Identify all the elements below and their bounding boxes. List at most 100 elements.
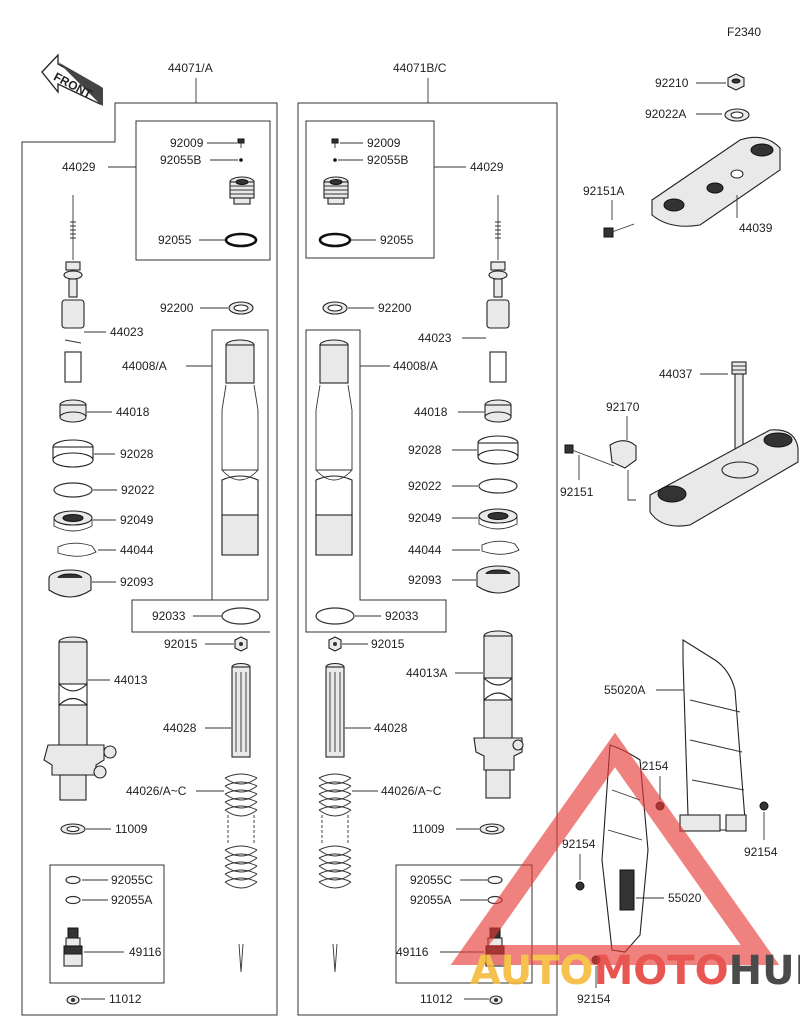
- label-r-92093: 92093: [408, 573, 442, 587]
- diagram-code: F2340: [727, 25, 761, 39]
- spacer-44028-r-icon: [325, 662, 345, 758]
- label-44026: 44026/A~C: [126, 784, 187, 798]
- label-92154-b: 92154: [744, 845, 778, 859]
- label-44018: 44018: [116, 405, 150, 419]
- label-11009: 11009: [115, 822, 148, 836]
- label-55020: 55020: [668, 891, 702, 905]
- bushing-92028-icon: [52, 439, 94, 468]
- bolt-92009-icon: [237, 138, 245, 148]
- right-fork-assembly: 44071B/C 44029 92009 92055B 92055 92200: [297, 61, 558, 1016]
- bolt-92154-b-icon: [759, 801, 769, 811]
- bolt-92009-r-icon: [331, 138, 339, 148]
- nut-11012-icon: [66, 995, 80, 1005]
- label-44023: 44023: [110, 325, 144, 339]
- label-92055c: 92055C: [111, 873, 153, 887]
- bushing-44018-icon: [59, 399, 87, 423]
- label-r-92028: 92028: [408, 443, 442, 457]
- label-r-44028: 44028: [374, 721, 408, 735]
- label-92093: 92093: [120, 575, 154, 589]
- label-92210: 92210: [655, 76, 689, 90]
- upper-clamp-44039-icon: [651, 136, 781, 227]
- fork-guard-55020a-icon: [679, 639, 747, 832]
- damper-rod-r-icon: [486, 195, 510, 383]
- upper-triple-clamp: 92210 92022A 44039 92151A: [583, 73, 781, 238]
- outer-tube-r-icon: [315, 339, 353, 556]
- label-55020a: 55020A: [604, 683, 645, 697]
- inner-tube-44013a-icon: [473, 630, 524, 799]
- label-r-92055a: 92055A: [410, 893, 451, 907]
- label-r-49116: 49116: [396, 945, 429, 959]
- label-r-44023: 44023: [418, 331, 452, 345]
- label-r-92055b: 92055B: [367, 153, 408, 167]
- lower-triple-clamp: 44037 92170 92151: [560, 361, 799, 527]
- label-92151: 92151: [560, 485, 594, 499]
- steering-stem-44037-icon: [649, 361, 799, 527]
- label-92055b: 92055B: [160, 153, 201, 167]
- label-r-92033: 92033: [385, 609, 419, 623]
- damper-rod-icon: [61, 195, 85, 383]
- label-92049: 92049: [120, 513, 154, 527]
- label-92009: 92009: [170, 136, 204, 150]
- clamp-92170-icon: [609, 440, 637, 501]
- label-r-44018: 44018: [414, 405, 448, 419]
- watermark-text: AUTOMOTOHUB: [470, 948, 800, 994]
- cap-bolt-r-icon: [323, 176, 349, 205]
- watermark-hub: HUB: [729, 948, 800, 994]
- label-92154-d: 92154: [577, 992, 611, 1006]
- label-92033: 92033: [152, 609, 186, 623]
- label-r-44026: 44026/A~C: [381, 784, 442, 798]
- bushing-44018-r-icon: [484, 399, 512, 423]
- watermark-moto: MOTO: [594, 948, 729, 994]
- assembly-right-label: 44071B/C: [393, 61, 447, 75]
- nut-92015-r-icon: [328, 636, 342, 652]
- label-92055: 92055: [158, 233, 192, 247]
- label-92154-c: 92154: [562, 837, 596, 851]
- nut-11012-r-icon: [489, 995, 503, 1005]
- label-44044: 44044: [120, 543, 154, 557]
- bolt-92151a-icon: [603, 223, 635, 238]
- label-44039: 44039: [739, 221, 773, 235]
- bushing-92028-r-icon: [477, 435, 519, 465]
- label-r-92049: 92049: [408, 511, 442, 525]
- label-r-11012: 11012: [420, 992, 453, 1006]
- label-92022a: 92022A: [645, 107, 686, 121]
- label-49116: 49116: [129, 945, 162, 959]
- spring-44026-icon: [224, 773, 258, 973]
- label-92151a: 92151A: [583, 184, 624, 198]
- label-r-92200: 92200: [378, 301, 412, 315]
- watermark-auto: AUTO: [470, 948, 594, 994]
- cap-bolt-icon: [229, 176, 255, 205]
- dust-seal-92093-icon: [48, 569, 92, 598]
- label-r-92055: 92055: [380, 233, 414, 247]
- left-fork-assembly: 44071/A 44029 92009 92055B 92055: [21, 61, 278, 1016]
- label-r-92022: 92022: [408, 479, 442, 493]
- label-92055a: 92055A: [111, 893, 152, 907]
- label-44008a: 44008/A: [122, 359, 167, 373]
- bolt-92154-c-icon: [575, 881, 585, 891]
- bolt-92151-icon: [564, 444, 615, 467]
- label-r-11009: 11009: [412, 822, 445, 836]
- label-92015: 92015: [164, 637, 198, 651]
- valve-49116-icon: [63, 927, 83, 967]
- label-r-92009: 92009: [367, 136, 401, 150]
- nut-92015-icon: [234, 636, 248, 652]
- label-44013: 44013: [114, 673, 148, 687]
- label-r-92055c: 92055C: [410, 873, 452, 887]
- inner-tube-44013-icon: [43, 636, 117, 801]
- label-92028: 92028: [120, 447, 154, 461]
- spring-44026-r-icon: [318, 773, 352, 973]
- automotohub-watermark: AUTOMOTOHUB: [450, 732, 800, 994]
- label-r-92015: 92015: [371, 637, 405, 651]
- label-44028: 44028: [163, 721, 197, 735]
- nut-92210-icon: [727, 73, 745, 91]
- label-92170: 92170: [606, 400, 640, 414]
- seal-92049-r-icon: [478, 508, 518, 530]
- seal-92049-icon: [53, 510, 93, 532]
- outer-tube-icon: [221, 339, 259, 556]
- label-44029: 44029: [62, 160, 96, 174]
- label-92154-a: 92154: [635, 759, 669, 773]
- label-92200: 92200: [160, 301, 194, 315]
- label-r-44029: 44029: [470, 160, 504, 174]
- label-11012: 11012: [109, 992, 142, 1006]
- label-r-44044: 44044: [408, 543, 442, 557]
